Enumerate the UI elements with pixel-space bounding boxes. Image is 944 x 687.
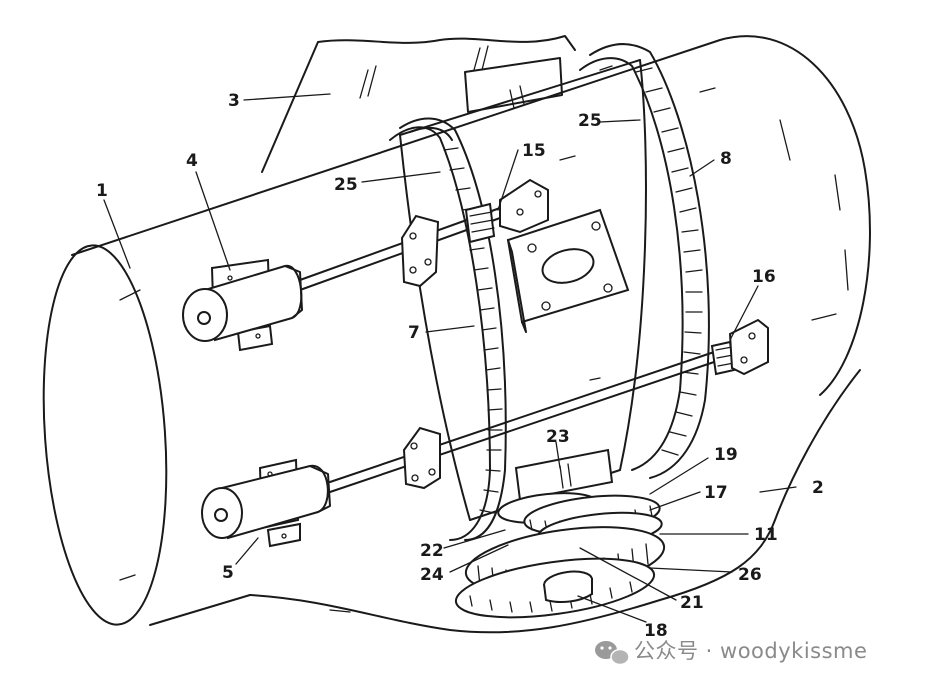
ring-gear-8 (579, 43, 710, 479)
label-18: 18 (644, 621, 668, 641)
watermark: 公众号 · woodykissme (595, 639, 867, 666)
mounting-plate (506, 208, 630, 333)
top-mount-block (464, 57, 563, 113)
label-21: 21 (680, 593, 704, 613)
label-25-left: 25 (334, 175, 358, 195)
tube-body-1 (42, 35, 871, 634)
label-5: 5 (222, 563, 234, 583)
label-16: 16 (752, 267, 776, 287)
watermark-text: 公众号 · woodykissme (634, 639, 867, 663)
label-23: 23 (546, 427, 570, 447)
label-1: 1 (96, 181, 108, 201)
label-15: 15 (522, 141, 546, 161)
label-11: 11 (754, 525, 778, 545)
reference-labels: 3 4 1 25 25 15 8 16 7 23 19 2 17 11 26 2… (96, 91, 824, 641)
pinion-16 (710, 318, 769, 376)
leader-lines (103, 93, 797, 623)
ring-gear-7 (389, 117, 507, 541)
label-26: 26 (738, 565, 762, 585)
label-17: 17 (704, 483, 728, 503)
gear-21-teeth (469, 581, 633, 613)
label-22: 22 (420, 541, 444, 561)
label-24: 24 (420, 565, 444, 585)
label-25-right: 25 (578, 111, 602, 131)
fin-member-3 (261, 35, 576, 173)
label-8: 8 (720, 149, 732, 169)
gear-train (454, 492, 666, 619)
motor-5 (201, 458, 331, 548)
label-4: 4 (186, 151, 198, 171)
lower-drive-shaft (329, 349, 721, 493)
wechat-icon (595, 641, 630, 666)
ring-gear-8-teeth (635, 67, 703, 456)
bottom-block-23 (514, 448, 614, 502)
motor-4 (182, 258, 303, 352)
label-19: 19 (714, 445, 738, 465)
label-2: 2 (812, 478, 824, 498)
label-3: 3 (228, 91, 240, 111)
upper-drive-shaft (299, 207, 501, 291)
pinion-15 (464, 178, 549, 244)
label-7: 7 (408, 323, 420, 343)
